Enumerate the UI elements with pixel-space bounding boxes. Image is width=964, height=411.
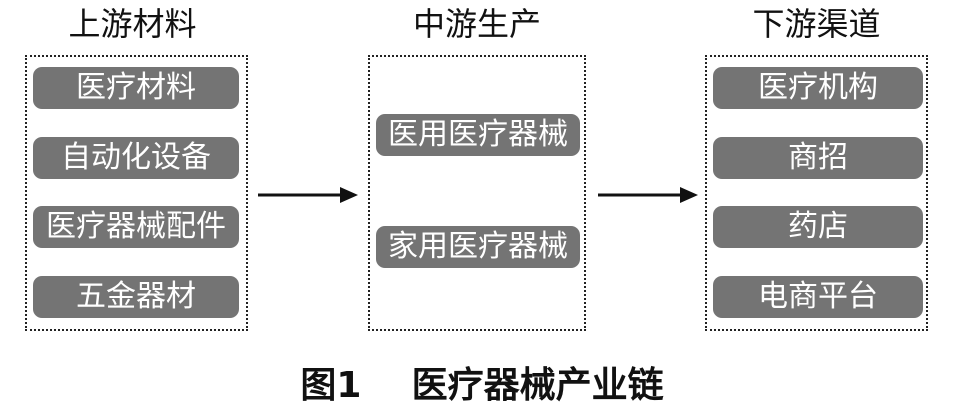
item-ecommerce: 电商平台 bbox=[713, 276, 923, 318]
flow-arrow-midstream-to-downstream bbox=[598, 187, 698, 203]
flow-arrow-upstream-to-midstream bbox=[258, 187, 358, 203]
item-medical-devices: 医用医疗器械 bbox=[376, 114, 580, 156]
item-automation-equipment: 自动化设备 bbox=[33, 137, 239, 179]
stage-box-downstream: 医疗机构 商招 药店 电商平台 bbox=[705, 55, 928, 331]
stage-title-upstream: 上游材料 bbox=[68, 5, 197, 43]
item-medical-materials: 医疗材料 bbox=[33, 67, 239, 109]
item-home-devices: 家用医疗器械 bbox=[376, 226, 580, 268]
figure-caption: 图1 医疗器械产业链 bbox=[300, 365, 664, 406]
item-device-parts: 医疗器械配件 bbox=[33, 206, 239, 248]
item-hardware: 五金器材 bbox=[33, 276, 239, 318]
item-medical-institutions: 医疗机构 bbox=[713, 67, 923, 109]
item-tender: 商招 bbox=[713, 137, 923, 179]
item-pharmacy: 药店 bbox=[713, 206, 923, 248]
stage-title-downstream: 下游渠道 bbox=[752, 5, 881, 43]
stage-box-upstream: 医疗材料 自动化设备 医疗器械配件 五金器材 bbox=[25, 55, 248, 331]
stage-title-midstream: 中游生产 bbox=[412, 5, 541, 43]
stage-box-midstream: 医用医疗器械 家用医疗器械 bbox=[368, 55, 586, 331]
